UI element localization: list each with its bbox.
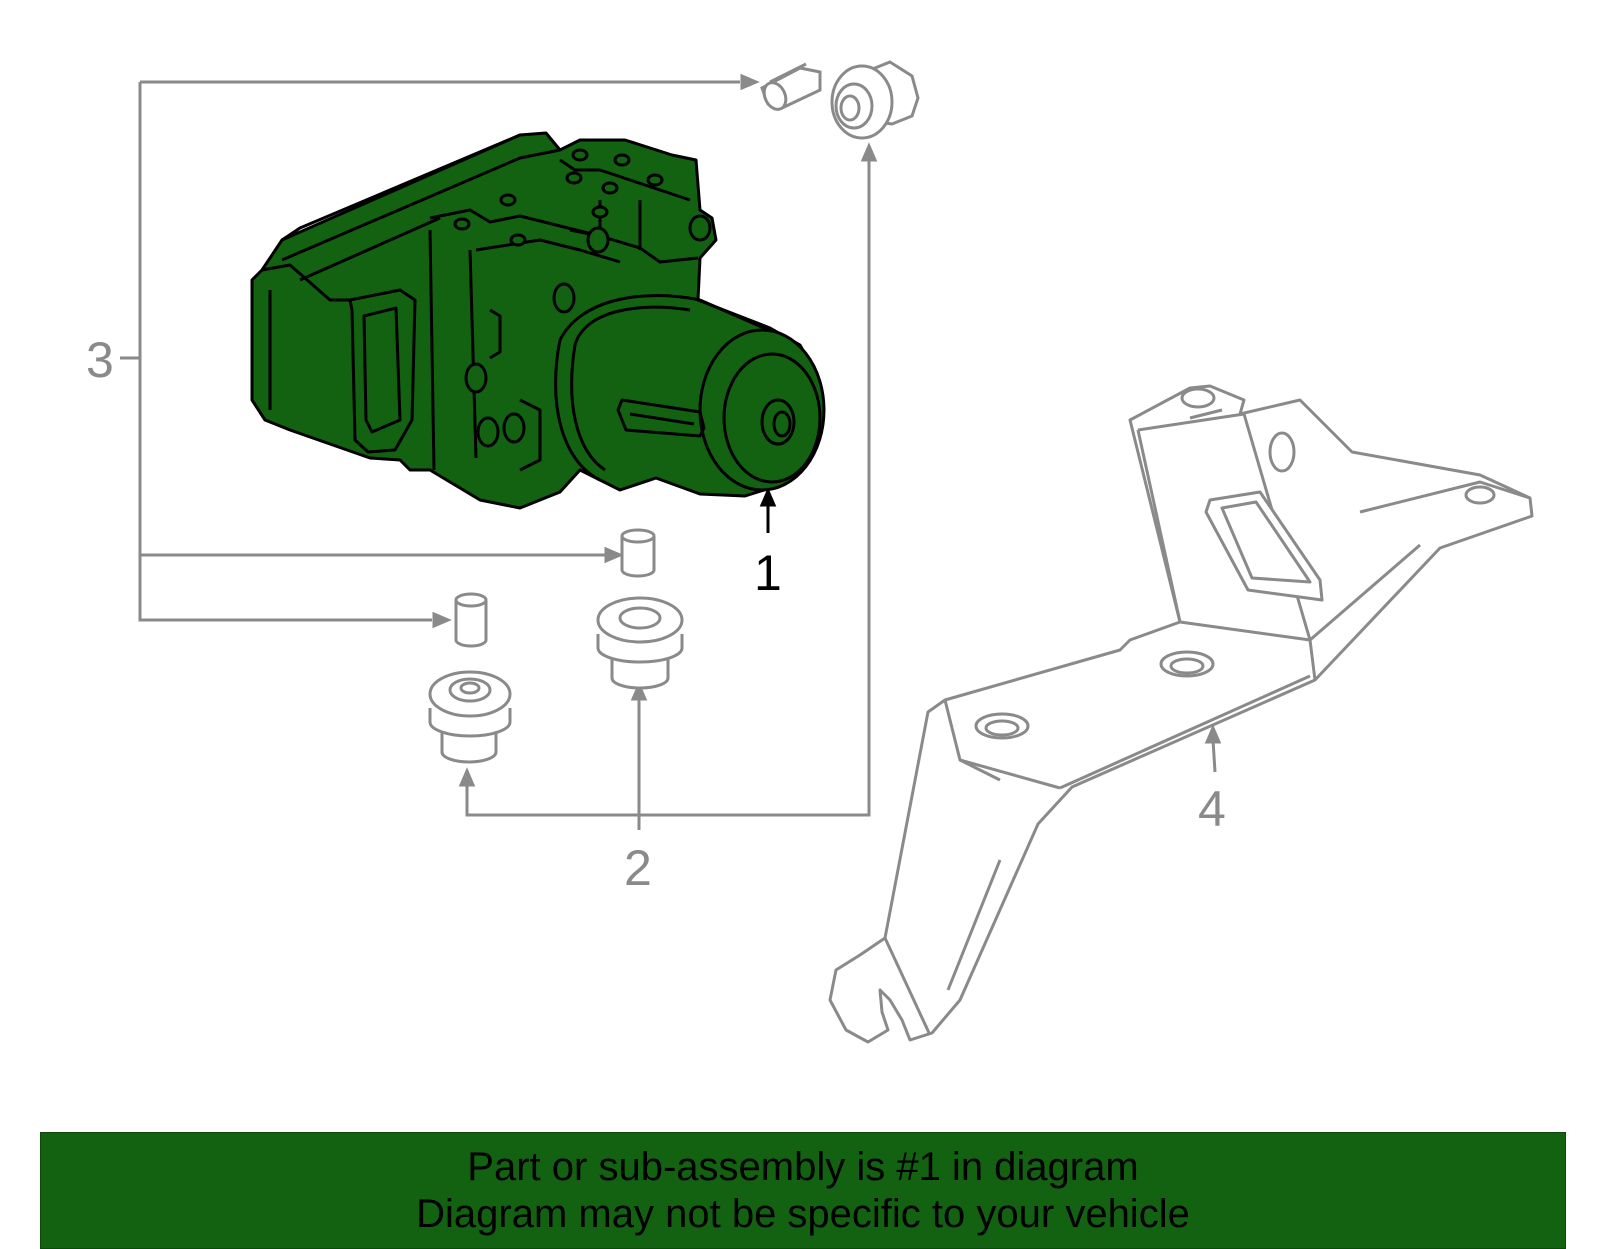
banner-line-2: Diagram may not be specific to your vehi… <box>416 1191 1190 1236</box>
grommet-lower <box>428 670 512 764</box>
grommet-top <box>830 60 920 140</box>
banner-line-1: Part or sub-assembly is #1 in diagram <box>467 1144 1139 1189</box>
info-banner: Part or sub-assembly is #1 in diagram Di… <box>40 1132 1566 1249</box>
part1-leader <box>759 487 777 533</box>
pin-middle <box>620 528 656 578</box>
callout-2: 2 <box>624 840 652 896</box>
callout-4: 4 <box>1198 781 1226 837</box>
part2-leader <box>458 142 878 830</box>
abs-modulator-unit <box>250 131 826 510</box>
part4-leader <box>1204 724 1222 773</box>
mounting-bracket <box>828 384 1534 1044</box>
callout-1: 1 <box>754 545 782 601</box>
grommet-middle <box>596 596 684 690</box>
pin-top <box>760 62 822 111</box>
parts-diagram: 3 2 <box>86 60 1534 1044</box>
pin-lower <box>454 592 488 648</box>
callout-3: 3 <box>86 332 114 388</box>
part3-leader <box>120 73 760 629</box>
